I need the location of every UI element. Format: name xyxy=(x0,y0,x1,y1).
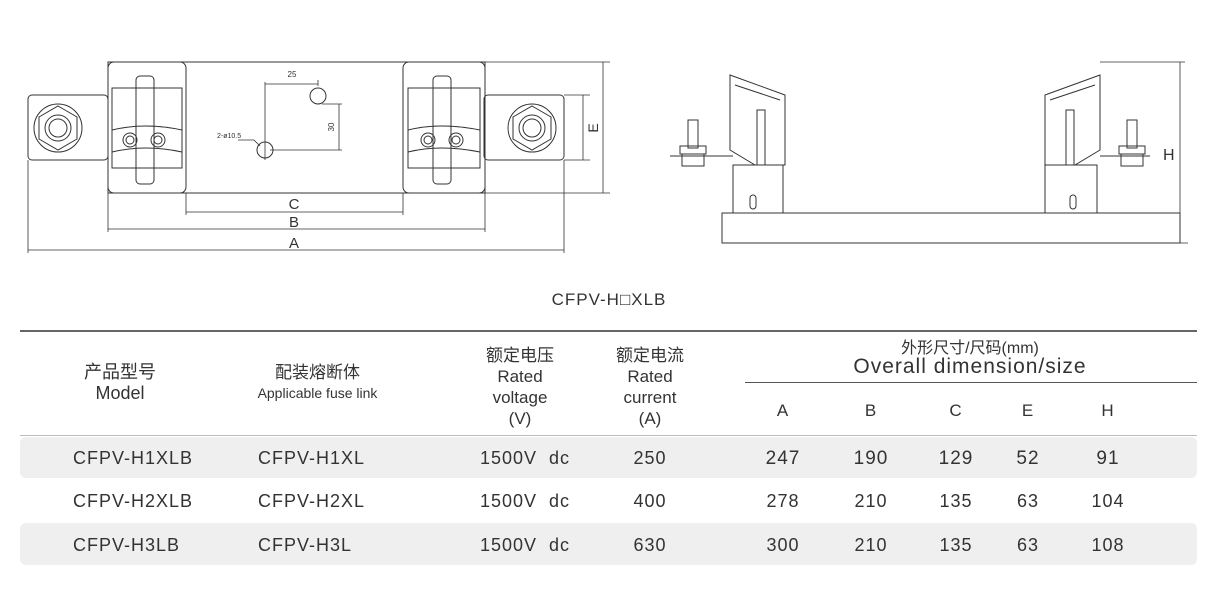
current-cell: 400 xyxy=(633,491,667,511)
dim-cell-a: 278 xyxy=(766,491,800,511)
fuse-cell: CFPV-H1XL xyxy=(258,448,366,468)
header-model-cn: 产品型号 xyxy=(84,362,156,382)
dim-cell-h: 104 xyxy=(1091,491,1125,511)
dim-cell-b: 210 xyxy=(854,535,888,555)
technical-drawing: C B A E 25 30 2-ø10.5 H xyxy=(27,61,1188,253)
dim-cell-e: 63 xyxy=(1016,535,1040,555)
dim-cell-c: 135 xyxy=(939,491,973,511)
header-voltage: 额定电压 Rated voltage (V) xyxy=(470,345,570,429)
fuse-cell: CFPV-H2XL xyxy=(258,491,366,511)
header-current-unit: (A) xyxy=(638,409,662,428)
header-dim-c: C xyxy=(949,401,963,420)
header-current: 额定电流 Rated current (A) xyxy=(600,345,700,429)
dim-cell-c: 129 xyxy=(938,448,974,469)
table-top-rule xyxy=(20,330,1197,332)
row-bg xyxy=(20,523,1197,565)
voltage-cell: 1500V dc xyxy=(479,491,571,511)
hole-spacing-x: 25 xyxy=(288,70,297,79)
header-voltage-cn: 额定电压 xyxy=(486,346,554,365)
header-current-cn: 额定电流 xyxy=(616,346,684,365)
dim-label-a: A xyxy=(289,235,299,252)
dim-label-h: H xyxy=(1163,147,1175,164)
dim-cell-e: 63 xyxy=(1016,491,1040,511)
header-fuse-en: Applicable fuse link xyxy=(257,385,378,401)
header-dim-en: Overall dimension/size xyxy=(853,355,1087,378)
header-voltage-en1: Rated xyxy=(497,367,543,386)
hole-spacing-y: 30 xyxy=(327,122,336,131)
fuse-cell: CFPV-H3L xyxy=(258,535,353,555)
row-bg xyxy=(20,437,1197,478)
side-view-drawing xyxy=(670,61,1188,244)
dim-cell-h: 108 xyxy=(1091,535,1125,555)
header-dim-a: A xyxy=(776,401,790,420)
dim-cell-b: 210 xyxy=(854,491,888,511)
header-dim-b: B xyxy=(864,401,878,420)
dim-cell-h: 91 xyxy=(1096,448,1120,469)
header-fuse: 配装熔断体 Applicable fuse link xyxy=(240,362,395,404)
dim-label-e: E xyxy=(585,123,601,132)
header-dim-e: E xyxy=(1021,401,1035,420)
dim-label-b: B xyxy=(289,214,299,231)
dim-label-c: C xyxy=(289,196,300,213)
top-view-drawing xyxy=(27,61,610,253)
model-cell: CFPV-H3LB xyxy=(73,535,181,555)
header-bottom-rule xyxy=(20,435,1197,436)
series-title: CFPV-H□XLB xyxy=(551,290,667,309)
dim-cell-c: 135 xyxy=(939,535,973,555)
voltage-cell: 1500V dc xyxy=(479,448,571,468)
model-cell: CFPV-H1XLB xyxy=(73,448,194,468)
header-current-en2: current xyxy=(623,388,677,407)
dim-cell-e: 52 xyxy=(1016,448,1040,469)
dim-header-rule xyxy=(745,382,1197,383)
header-voltage-unit: (V) xyxy=(508,409,532,428)
header-dim-h: H xyxy=(1101,401,1115,420)
dim-cell-b: 190 xyxy=(853,448,889,469)
header-current-en1: Rated xyxy=(627,367,673,386)
header-dim-cn: 外形尺寸/尺码(mm) xyxy=(901,340,1039,357)
header-voltage-en2: voltage xyxy=(492,388,548,407)
header-model-en: Model xyxy=(95,383,145,403)
dim-cell-a: 247 xyxy=(765,448,801,469)
voltage-cell: 1500V dc xyxy=(479,535,571,555)
dim-cell-a: 300 xyxy=(766,535,800,555)
header-fuse-cn: 配装熔断体 xyxy=(275,363,360,382)
hole-note: 2-ø10.5 xyxy=(217,133,241,140)
current-cell: 630 xyxy=(633,535,667,555)
model-cell: CFPV-H2XLB xyxy=(73,491,194,511)
header-model: 产品型号 Model xyxy=(60,362,180,404)
current-cell: 250 xyxy=(633,448,667,468)
